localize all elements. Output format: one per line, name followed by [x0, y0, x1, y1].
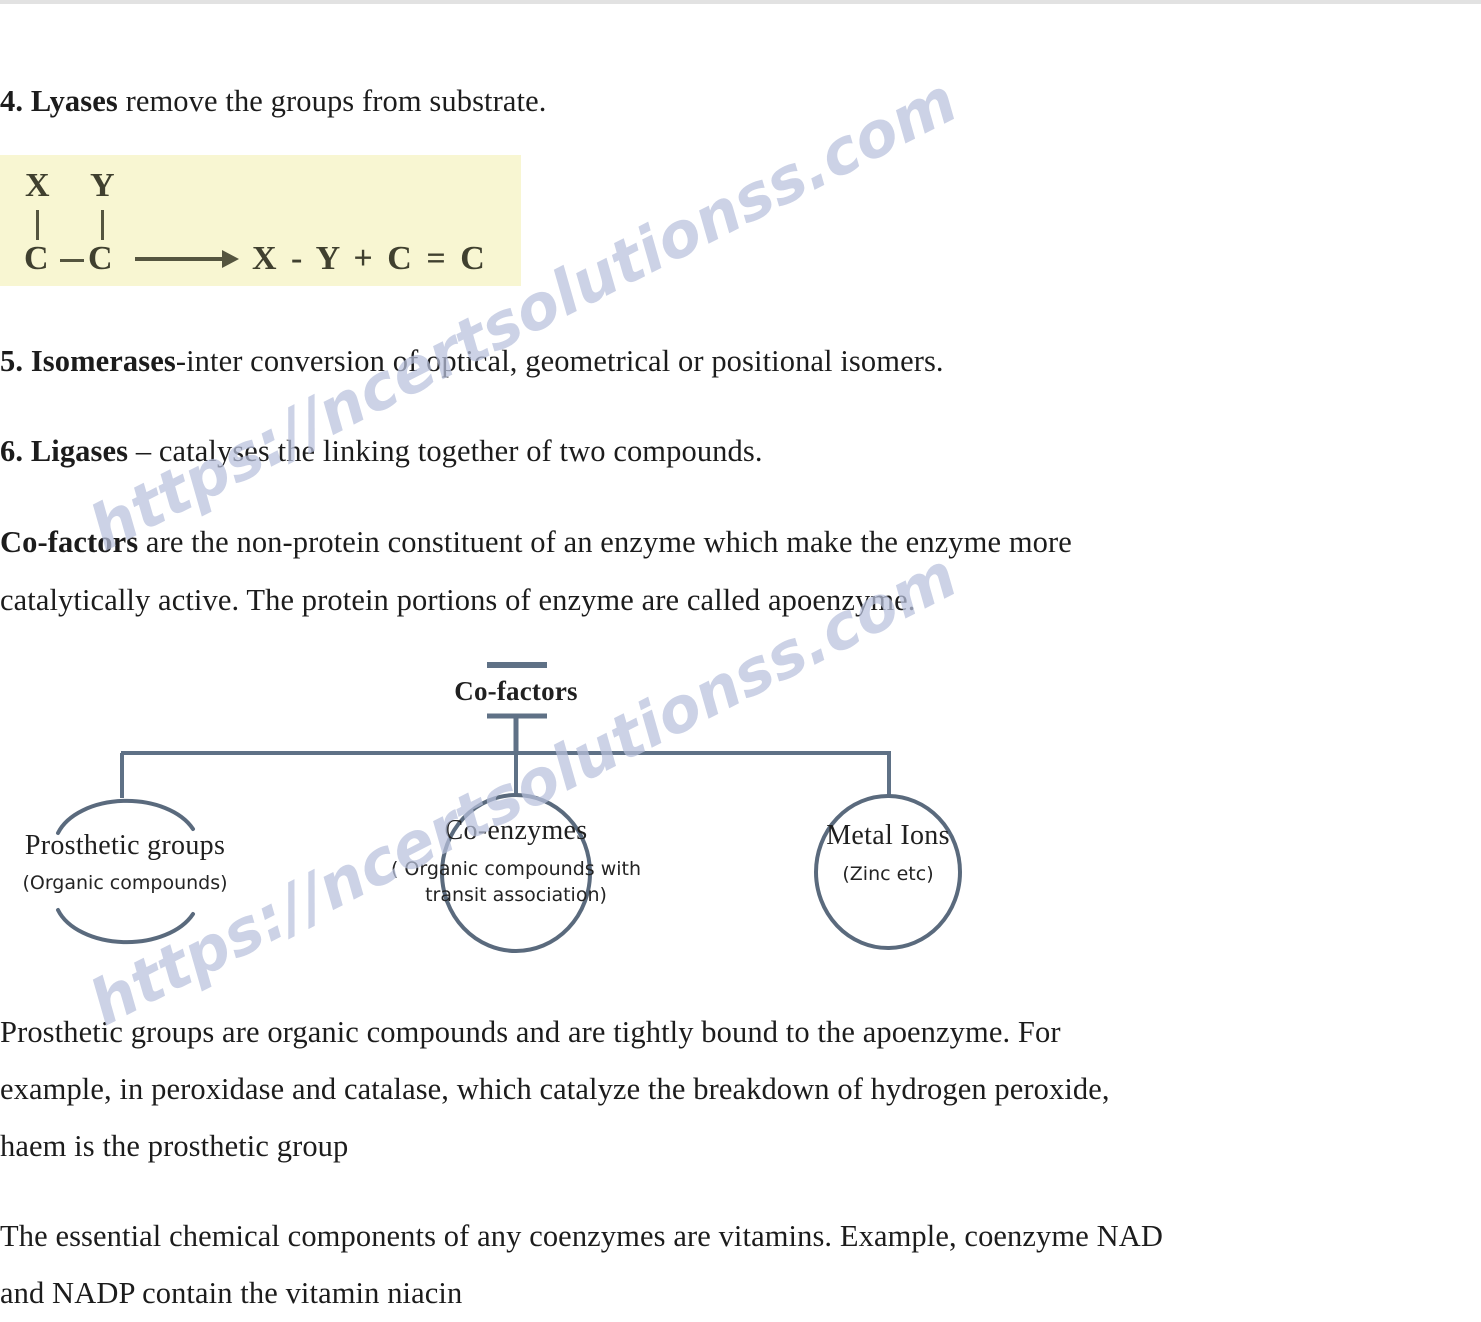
item-4-number: 4.	[0, 84, 31, 118]
reaction-products: X - Y + C = C	[252, 240, 488, 277]
item-6-term: Ligases	[30, 434, 129, 468]
node-oval-prosthetic-top	[56, 798, 195, 835]
bond-horizontal-cc	[60, 259, 84, 262]
bond-vertical-right	[101, 210, 104, 240]
tree-node-title-prosthetic: Prosthetic groups	[24, 830, 226, 861]
node-oval-prosthetic-bottom	[56, 908, 195, 945]
page-top-strip	[0, 0, 1481, 4]
tree-node-subtitle-coenzymes: ( Organic compounds with transit associa…	[390, 858, 642, 906]
item-6-text: – catalyses the linking together of two …	[128, 434, 763, 468]
tree-node-title-metal-ions: Metal Ions	[826, 820, 950, 851]
reaction-arrow-shaft	[135, 257, 225, 261]
item-4-text: remove the groups from substrate.	[117, 84, 547, 118]
node-oval-coenzymes	[440, 793, 592, 953]
item-5-text: -inter conversion of optical, geometrica…	[175, 344, 944, 378]
lyase-reaction-figure: X Y C C X - Y + C = C	[0, 155, 521, 286]
paragraph-item-6: 6. Ligases – catalyses the linking toget…	[0, 422, 1460, 480]
bond-vertical-left	[36, 210, 39, 240]
atom-c-left: C	[24, 240, 50, 277]
tree-node-title-coenzymes: Co-enzymes	[444, 815, 588, 846]
paragraph-cofactors-line1: Co-factors are the non-protein constitue…	[0, 513, 1470, 571]
tree-node-subtitle-prosthetic: (Organic compounds)	[22, 872, 228, 894]
cofactors-tree-diagram: Co-factors Prosthetic groups (Organic co…	[0, 648, 1000, 978]
atom-y-top: Y	[90, 167, 116, 204]
node-oval-metal-ions	[814, 794, 962, 950]
paragraph-item-4: 4. Lyases remove the groups from substra…	[0, 72, 1460, 130]
tree-node-subtitle-metal-ions: (Zinc etc)	[842, 863, 934, 885]
cofactors-term: Co-factors	[0, 525, 139, 559]
paragraph-prosthetic-line1: Prosthetic groups are organic compounds …	[0, 1015, 1061, 1049]
paragraph-coenzyme-line2: and NADP contain the vitamin niacin	[0, 1276, 463, 1310]
atom-x-top: X	[25, 167, 51, 204]
paragraph-coenzyme-line1: The essential chemical components of any…	[0, 1219, 1163, 1253]
lyase-reaction-inner: X Y C C X - Y + C = C	[0, 155, 521, 286]
paragraph-item-5: 5. Isomerases-inter conversion of optica…	[0, 332, 1460, 390]
item-5-number: 5.	[0, 344, 31, 378]
item-5-term: Isomerases	[30, 344, 176, 378]
paragraph-cofactors-line2: catalytically active. The protein portio…	[0, 583, 916, 617]
paragraph-prosthetic-line3: haem is the prosthetic group	[0, 1129, 349, 1163]
paragraph-prosthetic-line2: example, in peroxidase and catalase, whi…	[0, 1072, 1110, 1106]
tree-root-label: Co-factors	[454, 676, 578, 706]
item-6-number: 6.	[0, 434, 31, 468]
watermark-top: https://ncertsolutionss.com	[78, 63, 969, 566]
reaction-arrow-head-icon	[222, 250, 239, 268]
cofactors-text: are the non-protein constituent of an en…	[138, 525, 1072, 559]
atom-c-right: C	[88, 240, 114, 277]
cofactors-tree-svg	[56, 662, 962, 953]
item-4-term: Lyases	[30, 84, 118, 118]
